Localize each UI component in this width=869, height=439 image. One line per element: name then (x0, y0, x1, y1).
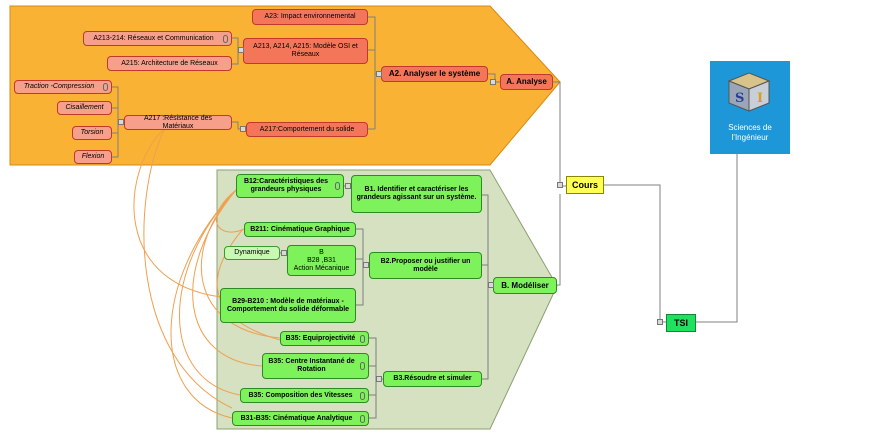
node-b29-b210[interactable]: B29-B210 : Modèle de matériaux - Comport… (220, 288, 356, 323)
node-dynamique[interactable]: Dynamique (224, 246, 280, 260)
node-b35-cir[interactable]: B35: Centre Instantané de Rotation (262, 353, 369, 379)
node-b31-b35[interactable]: B31-B35: Cinématique Analytique (232, 411, 369, 426)
node-cours[interactable]: Cours (566, 176, 604, 194)
node-b35-composition[interactable]: B35: Composition des Vitesses (240, 388, 369, 403)
node-a213-a215[interactable]: A213, A214, A215: Modèle OSI et Réseaux (243, 38, 368, 64)
collapse-toggle[interactable] (657, 319, 663, 325)
node-a213-214[interactable]: A213-214: Réseaux et Communication (83, 31, 232, 46)
collapse-toggle[interactable] (118, 119, 124, 125)
root-sciences-ingenieur[interactable]: S I Sciences de l'Ingénieur (710, 61, 790, 154)
attachment-icon[interactable] (103, 83, 108, 91)
attachment-icon[interactable] (360, 362, 365, 370)
node-a-analyse[interactable]: A. Analyse (500, 74, 553, 90)
node-b1[interactable]: B1. Identifier et caractériser les grand… (351, 175, 482, 213)
node-b12[interactable]: B12:Caractéristiques des grandeurs physi… (236, 174, 344, 198)
logo-letter-s: S (735, 91, 744, 106)
node-a2[interactable]: A2. Analyser le système (381, 66, 488, 82)
collapse-toggle[interactable] (376, 376, 382, 382)
collapse-toggle[interactable] (345, 183, 351, 189)
node-b-modeliser[interactable]: B. Modéliser (493, 277, 557, 294)
attachment-icon[interactable] (360, 414, 365, 423)
collapse-toggle[interactable] (557, 182, 563, 188)
root-label: Sciences de l'Ingénieur (728, 123, 772, 142)
attachment-icon[interactable] (223, 34, 228, 43)
node-cisaillement[interactable]: Cisaillement (57, 101, 112, 115)
si-logo-icon: S I (727, 72, 771, 112)
collapse-toggle[interactable] (240, 126, 246, 132)
relationship-curves (133, 127, 281, 419)
collapse-toggle[interactable] (376, 71, 382, 77)
node-torsion[interactable]: Torsion (72, 126, 112, 140)
node-tsi[interactable]: TSI (666, 314, 696, 332)
node-traction[interactable]: Traction -Compression (14, 80, 112, 94)
attachment-icon[interactable] (360, 334, 365, 343)
logo-letter-i: I (757, 91, 763, 106)
node-a217-comportement[interactable]: A217:Comportement du solide (246, 122, 368, 137)
node-b211[interactable]: B211: Cinématique Graphique (244, 222, 356, 237)
collapse-toggle[interactable] (238, 47, 244, 53)
node-a215[interactable]: A215: Architecture de Réseaux (107, 56, 232, 71)
node-b35-equiprojectivite[interactable]: B35: Equiprojectivité (280, 331, 369, 346)
node-b3[interactable]: B3.Résoudre et simuler (383, 371, 482, 387)
node-a217-rdm[interactable]: A217 :Résistance des Matériaux (124, 115, 232, 130)
node-b28-b31[interactable]: B B28 ,B31 Action Mécanique (287, 245, 356, 276)
collapse-toggle[interactable] (363, 262, 369, 268)
attachment-icon[interactable] (360, 391, 365, 400)
collapse-toggle[interactable] (488, 282, 494, 288)
node-a23[interactable]: A23: Impact environnemental (252, 9, 368, 25)
node-flexion[interactable]: Flexion (74, 150, 112, 164)
node-b2[interactable]: B2.Proposer ou justifier un modèle (369, 252, 482, 279)
collapse-toggle[interactable] (281, 250, 287, 256)
attachment-icon[interactable] (335, 182, 340, 190)
collapse-toggle[interactable] (490, 79, 496, 85)
